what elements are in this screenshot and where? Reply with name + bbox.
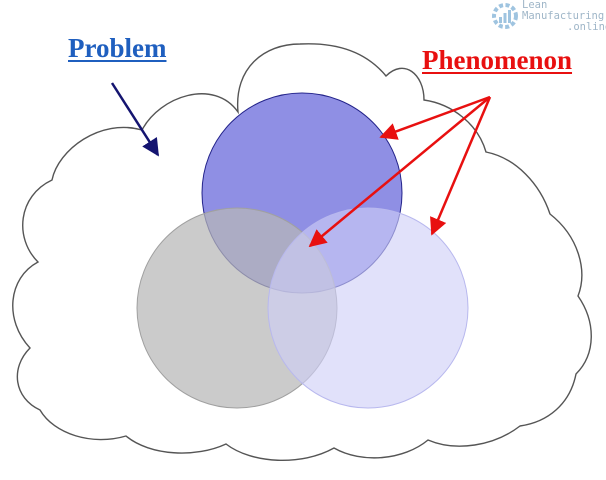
- logo-text: Lean Manufacturing .online: [522, 0, 606, 33]
- logo-line-2: Manufacturing: [522, 10, 605, 22]
- phenomenon-label: Phenomenon: [422, 45, 573, 75]
- phenomenon-arrow-to-light: [430, 96, 492, 236]
- logo-line-1: Lean: [522, 0, 548, 11]
- brand-logo: Lean Manufacturing .online: [490, 0, 606, 36]
- phenomenon-arrow-to-blue: [379, 95, 491, 140]
- gear-chart-icon: [492, 3, 518, 29]
- circle-light-blue: [267, 207, 469, 409]
- logo-line-3: .online: [567, 21, 606, 33]
- problem-arrow: [110, 82, 160, 157]
- problem-label: Problem: [68, 33, 167, 63]
- phenomenon-arrow-to-center: [308, 96, 491, 248]
